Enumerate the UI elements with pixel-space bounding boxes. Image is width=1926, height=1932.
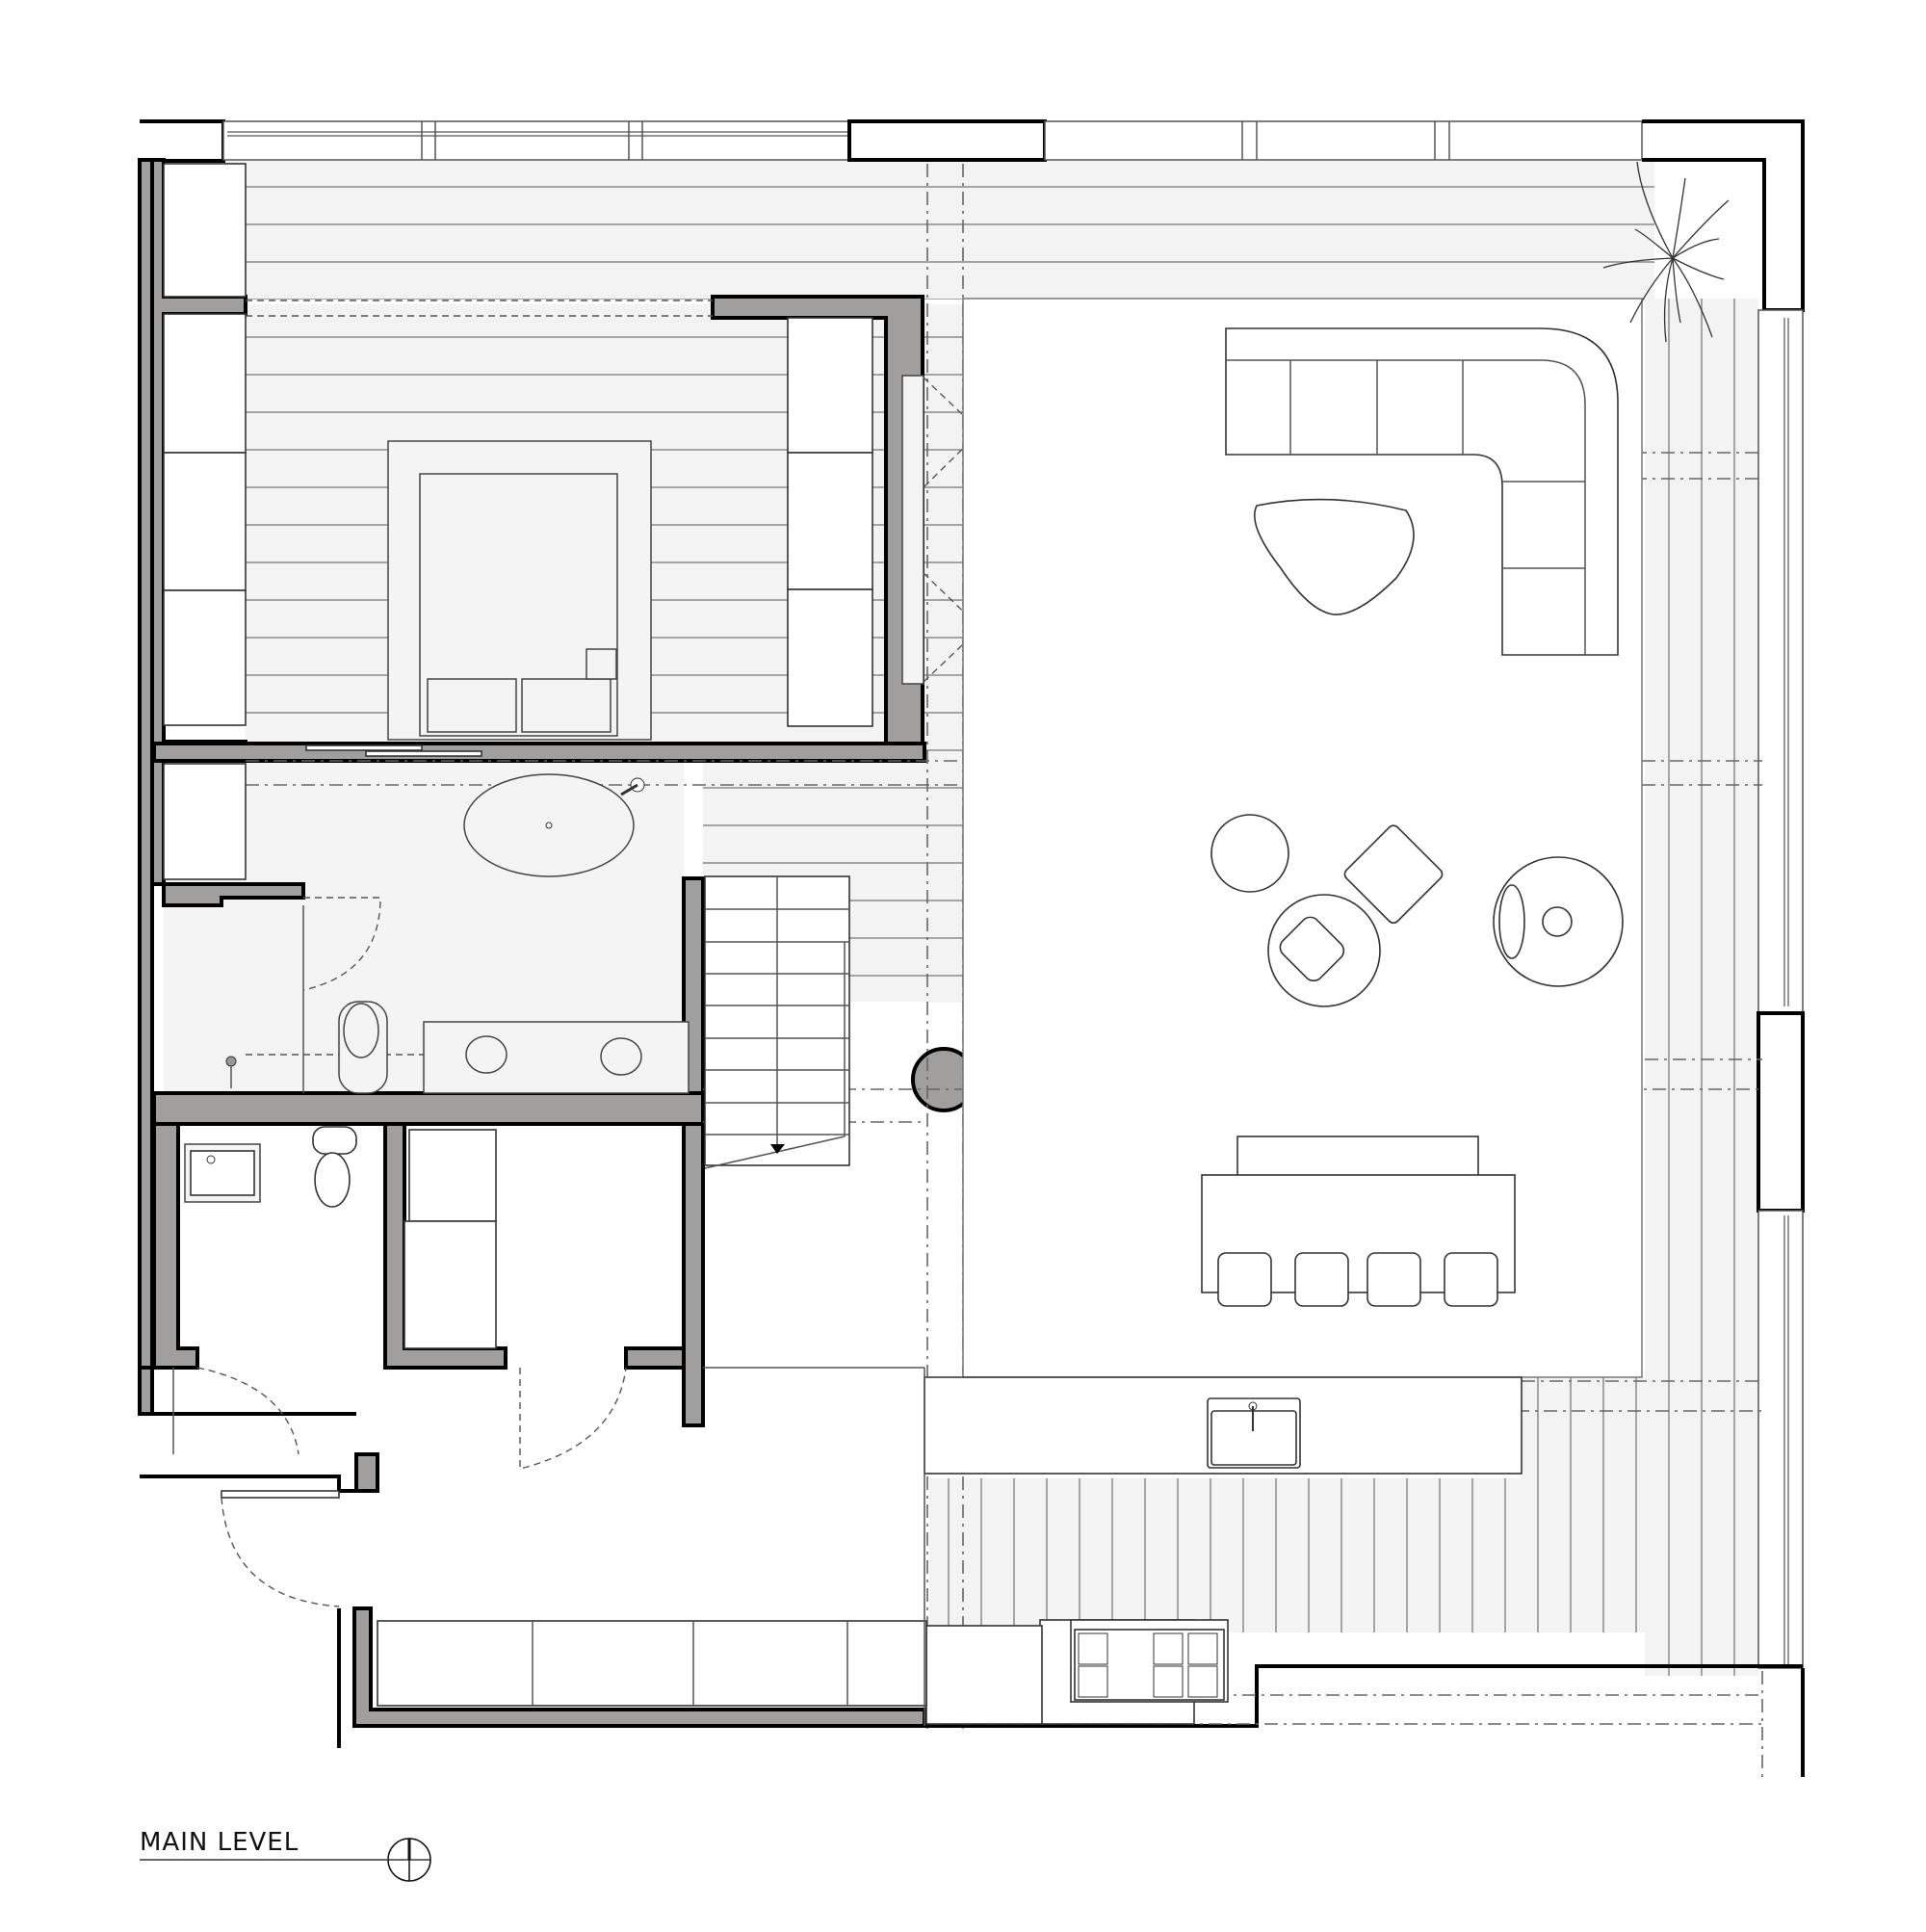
north-arrow-icon — [140, 1838, 431, 1882]
plant — [1602, 161, 1730, 343]
drawing-title: MAIN LEVEL — [140, 1828, 299, 1857]
ensuite-bath — [225, 773, 690, 1094]
stair-down-arrow-icon — [770, 1144, 785, 1154]
bedroom-wardrobes — [163, 163, 982, 880]
bed — [387, 440, 652, 741]
entry — [221, 1367, 963, 1726]
bar-stools — [1217, 1252, 1498, 1307]
range-burners — [1078, 1632, 1218, 1698]
stair — [704, 875, 850, 1169]
coffee-table — [1253, 498, 1415, 615]
kitchen-counter — [924, 1376, 1523, 1725]
ottoman — [1343, 824, 1444, 925]
top-window-wall — [140, 119, 1805, 312]
laundry — [403, 1129, 627, 1470]
side-table — [1210, 814, 1289, 893]
right-window-wall — [1757, 309, 1805, 1777]
powder-room — [172, 1126, 357, 1455]
interior-walls — [138, 158, 1803, 1748]
kitchen-island — [1201, 1136, 1516, 1307]
